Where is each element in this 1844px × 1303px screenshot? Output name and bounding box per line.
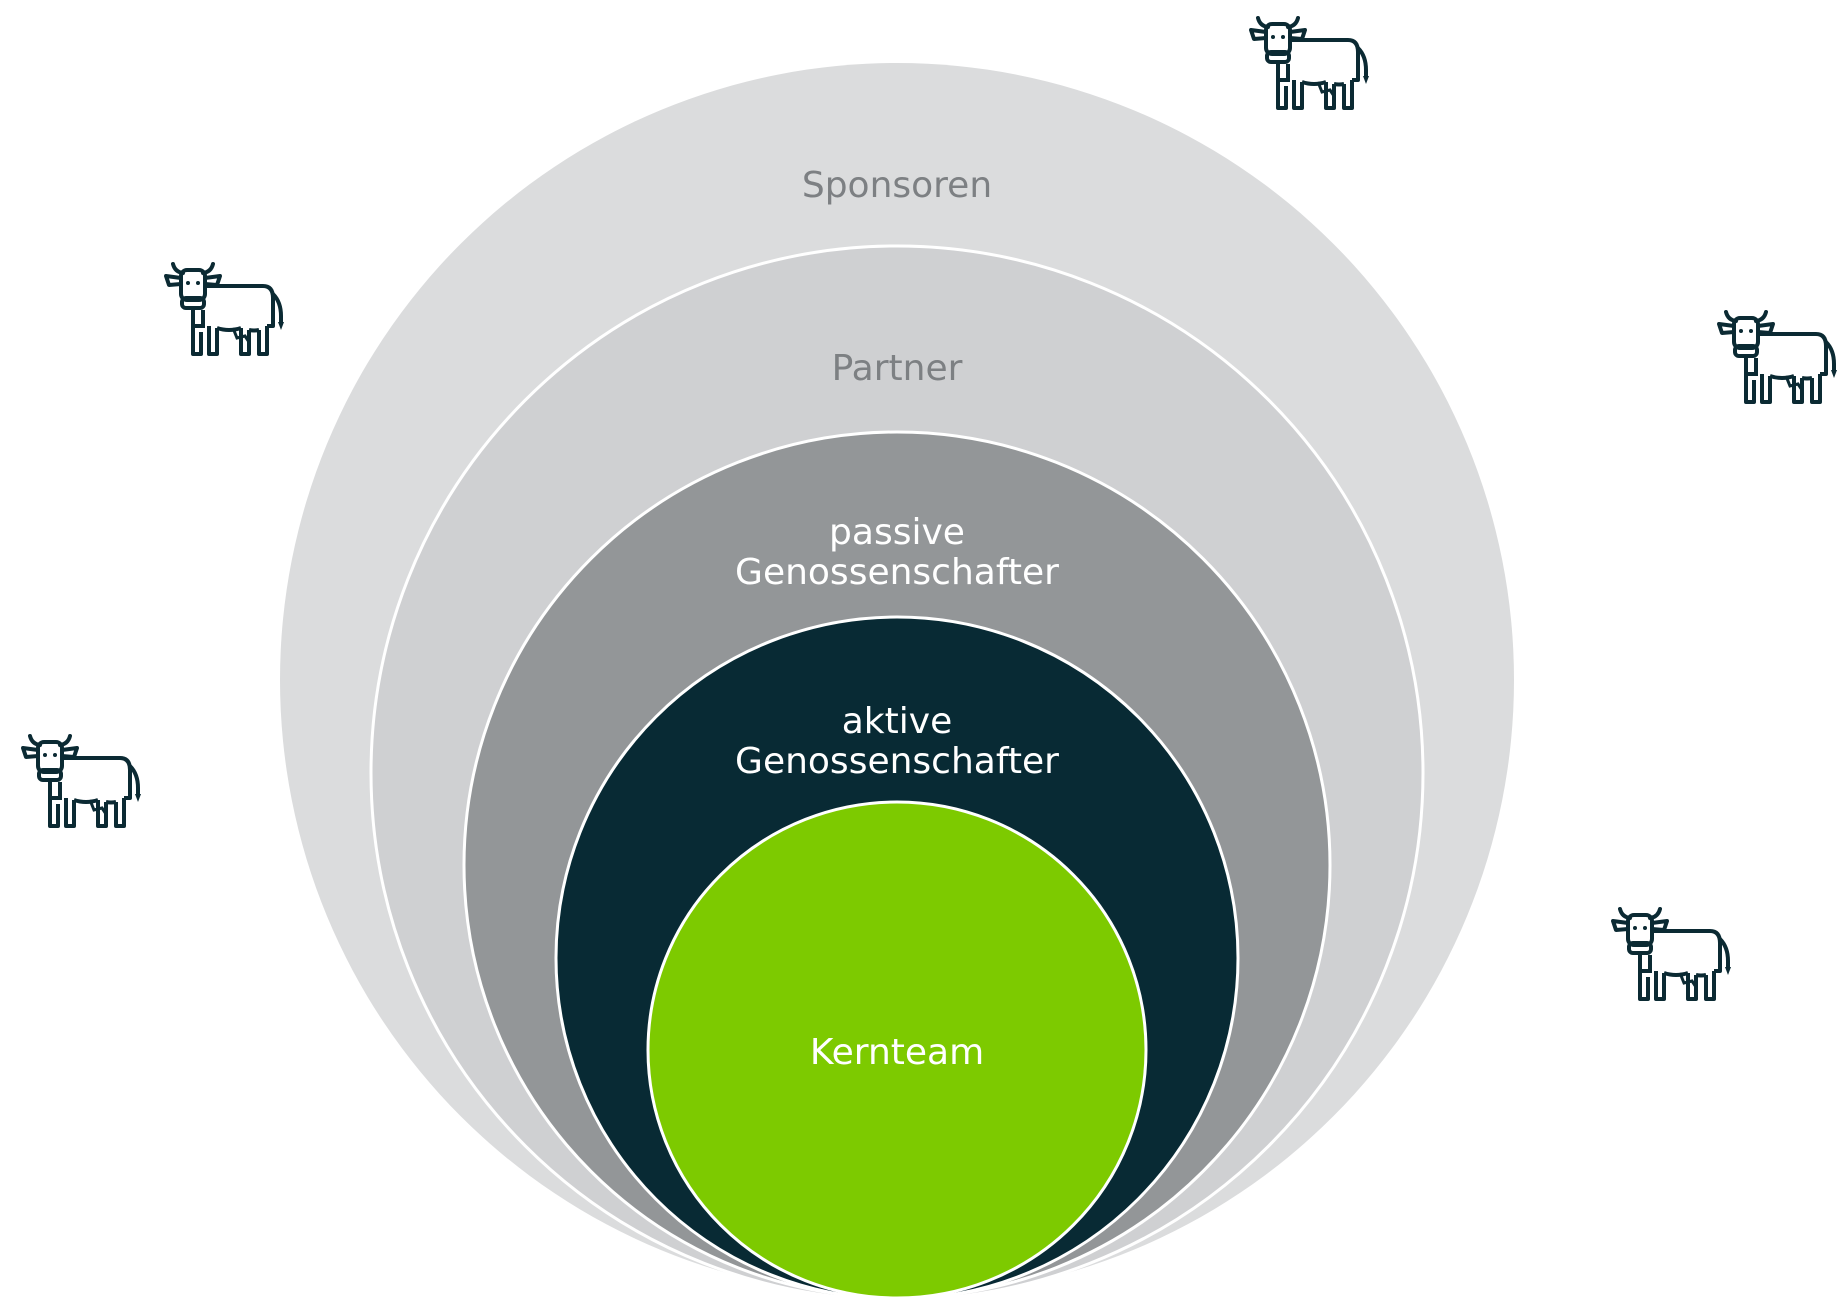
label-partner: Partner [832,348,963,389]
label-passive-line1: passive [829,512,965,553]
cow-icon [1611,907,1733,1001]
label-aktive-line1: aktive [842,701,952,742]
cow-icon [164,262,286,356]
cow-icon [1249,16,1371,110]
cow-icon [21,734,143,828]
label-passive-line2: Genossenschafter [735,552,1059,593]
cow-icon [1717,310,1839,404]
label-kernteam: Kernteam [810,1032,984,1073]
label-aktive-line2: Genossenschafter [735,741,1059,782]
label-sponsoren: Sponsoren [802,165,992,206]
